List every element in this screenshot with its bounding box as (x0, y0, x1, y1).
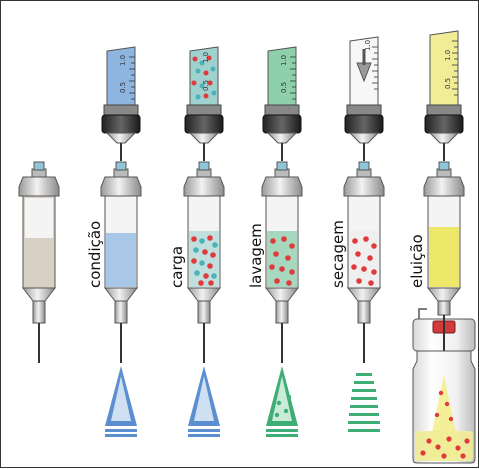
lavagem-reservoir: 1.0 0.5 (263, 47, 301, 161)
step-label-eluicao: eluição (408, 234, 426, 288)
lavagem-column: 1.0 0.5 (247, 47, 302, 437)
carga-syringe (184, 162, 224, 363)
carga-reservoir: 1.0 0.5 (185, 47, 223, 161)
eluicao-syringe (424, 162, 464, 315)
eluicao-scale-05: 0.5 (444, 78, 452, 89)
carga-column: 1.0 0.5 (168, 47, 224, 437)
step-label-condicao: condição (86, 221, 104, 288)
secagem-reservoir: 1.0 (345, 37, 383, 161)
eluicao-reservoir: 1.0 0.5 (425, 31, 463, 161)
condicao-syringe (101, 162, 141, 363)
step-label-lavagem: lavagem (247, 223, 265, 288)
carga-scale-1: 1.0 (202, 52, 210, 63)
lavagem-scale-1: 1.0 (280, 55, 288, 66)
secagem-column: 1.0 (329, 37, 384, 432)
secagem-syringe (344, 162, 384, 363)
lavagem-scale-05: 0.5 (280, 82, 288, 93)
lavagem-syringe (262, 162, 302, 363)
condicao-spray (105, 366, 137, 437)
collection-vial (413, 309, 475, 463)
condicao-reservoir: 1.0 0.5 (102, 47, 140, 161)
cartridge-syringe (19, 162, 59, 363)
carga-scale-05: 0.5 (202, 80, 210, 91)
step-label-secagem: secagem (329, 220, 347, 288)
eluicao-column: 1.0 0.5 (408, 31, 475, 463)
secagem-spray (348, 373, 380, 432)
eluicao-scale-1: 1.0 (444, 50, 452, 61)
condicao-scale-05: 0.5 (119, 82, 127, 93)
cartridge-column (19, 162, 59, 363)
carga-spray (188, 366, 220, 437)
condicao-column: 1.0 0.5 (86, 47, 141, 437)
step-label-carga: carga (168, 246, 186, 288)
lavagem-spray (266, 366, 298, 437)
condicao-scale-1: 1.0 (119, 55, 127, 66)
